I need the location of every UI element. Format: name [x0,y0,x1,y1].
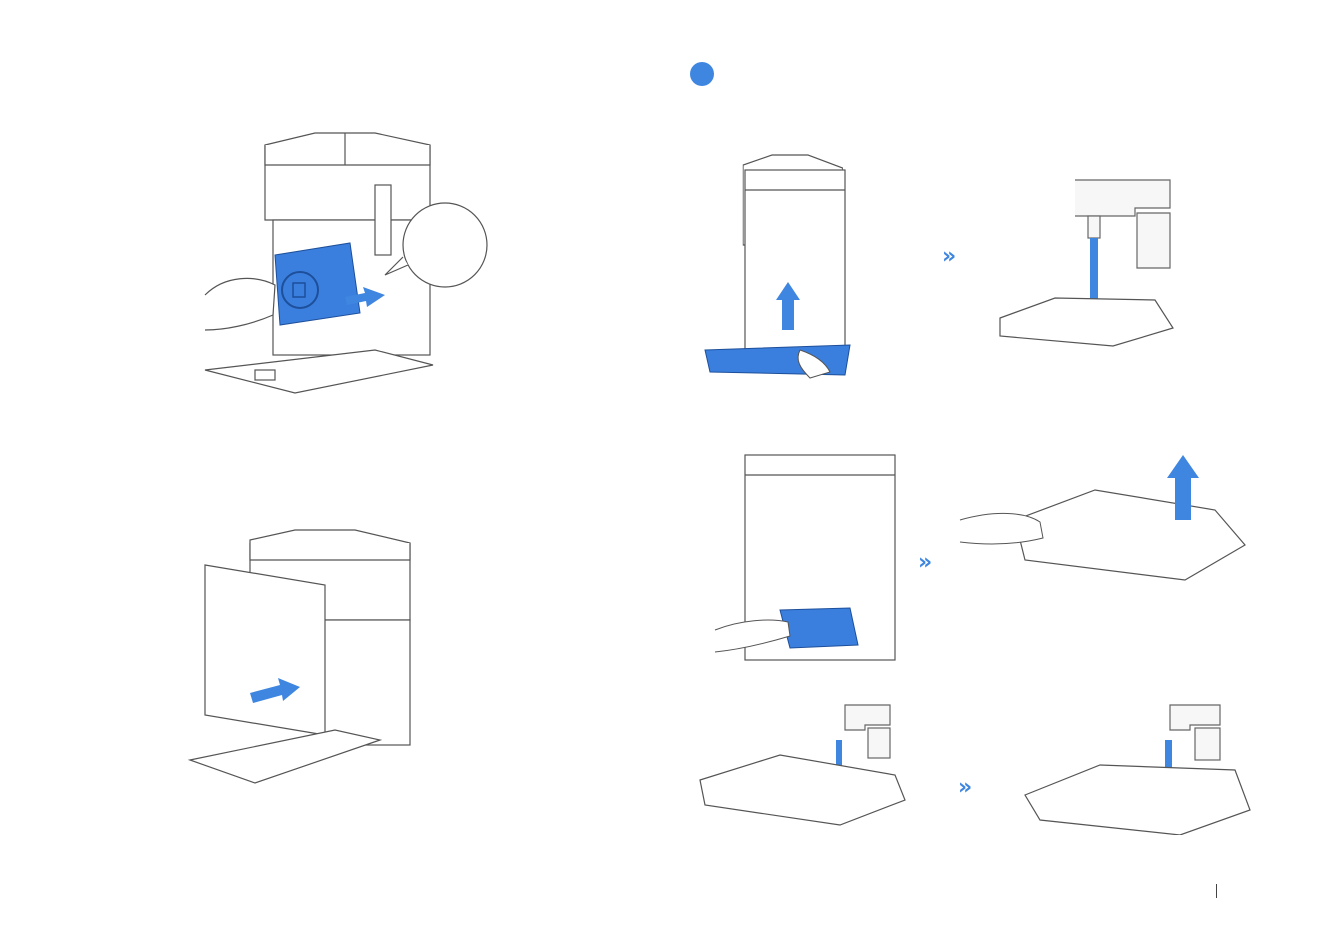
page-marker [1216,884,1217,898]
lift-out-filter-illustration [955,450,1255,630]
dust-bag-icon [275,243,360,325]
next-step-arrow-2: » [918,550,925,575]
attach-front-cover-illustration [185,525,420,790]
remove-base-plate-illustration [700,150,860,385]
step-circle-icon [690,62,714,86]
faucet-icon [1170,705,1220,760]
install-dust-bag-illustration [195,125,495,400]
brush-tray-under-water-illustration [690,700,910,830]
hand-icon [205,278,275,330]
faucet-icon [1075,180,1170,268]
hand-icon [960,513,1043,543]
remove-wash-tray-illustration [700,440,900,665]
brush-basin-under-water-illustration [1020,700,1255,835]
tray-icon [780,608,858,648]
faucet-icon [845,705,890,758]
next-step-arrow-1: » [942,244,949,269]
next-step-arrow-3: » [958,775,965,800]
rinse-base-plate-illustration [995,178,1180,350]
